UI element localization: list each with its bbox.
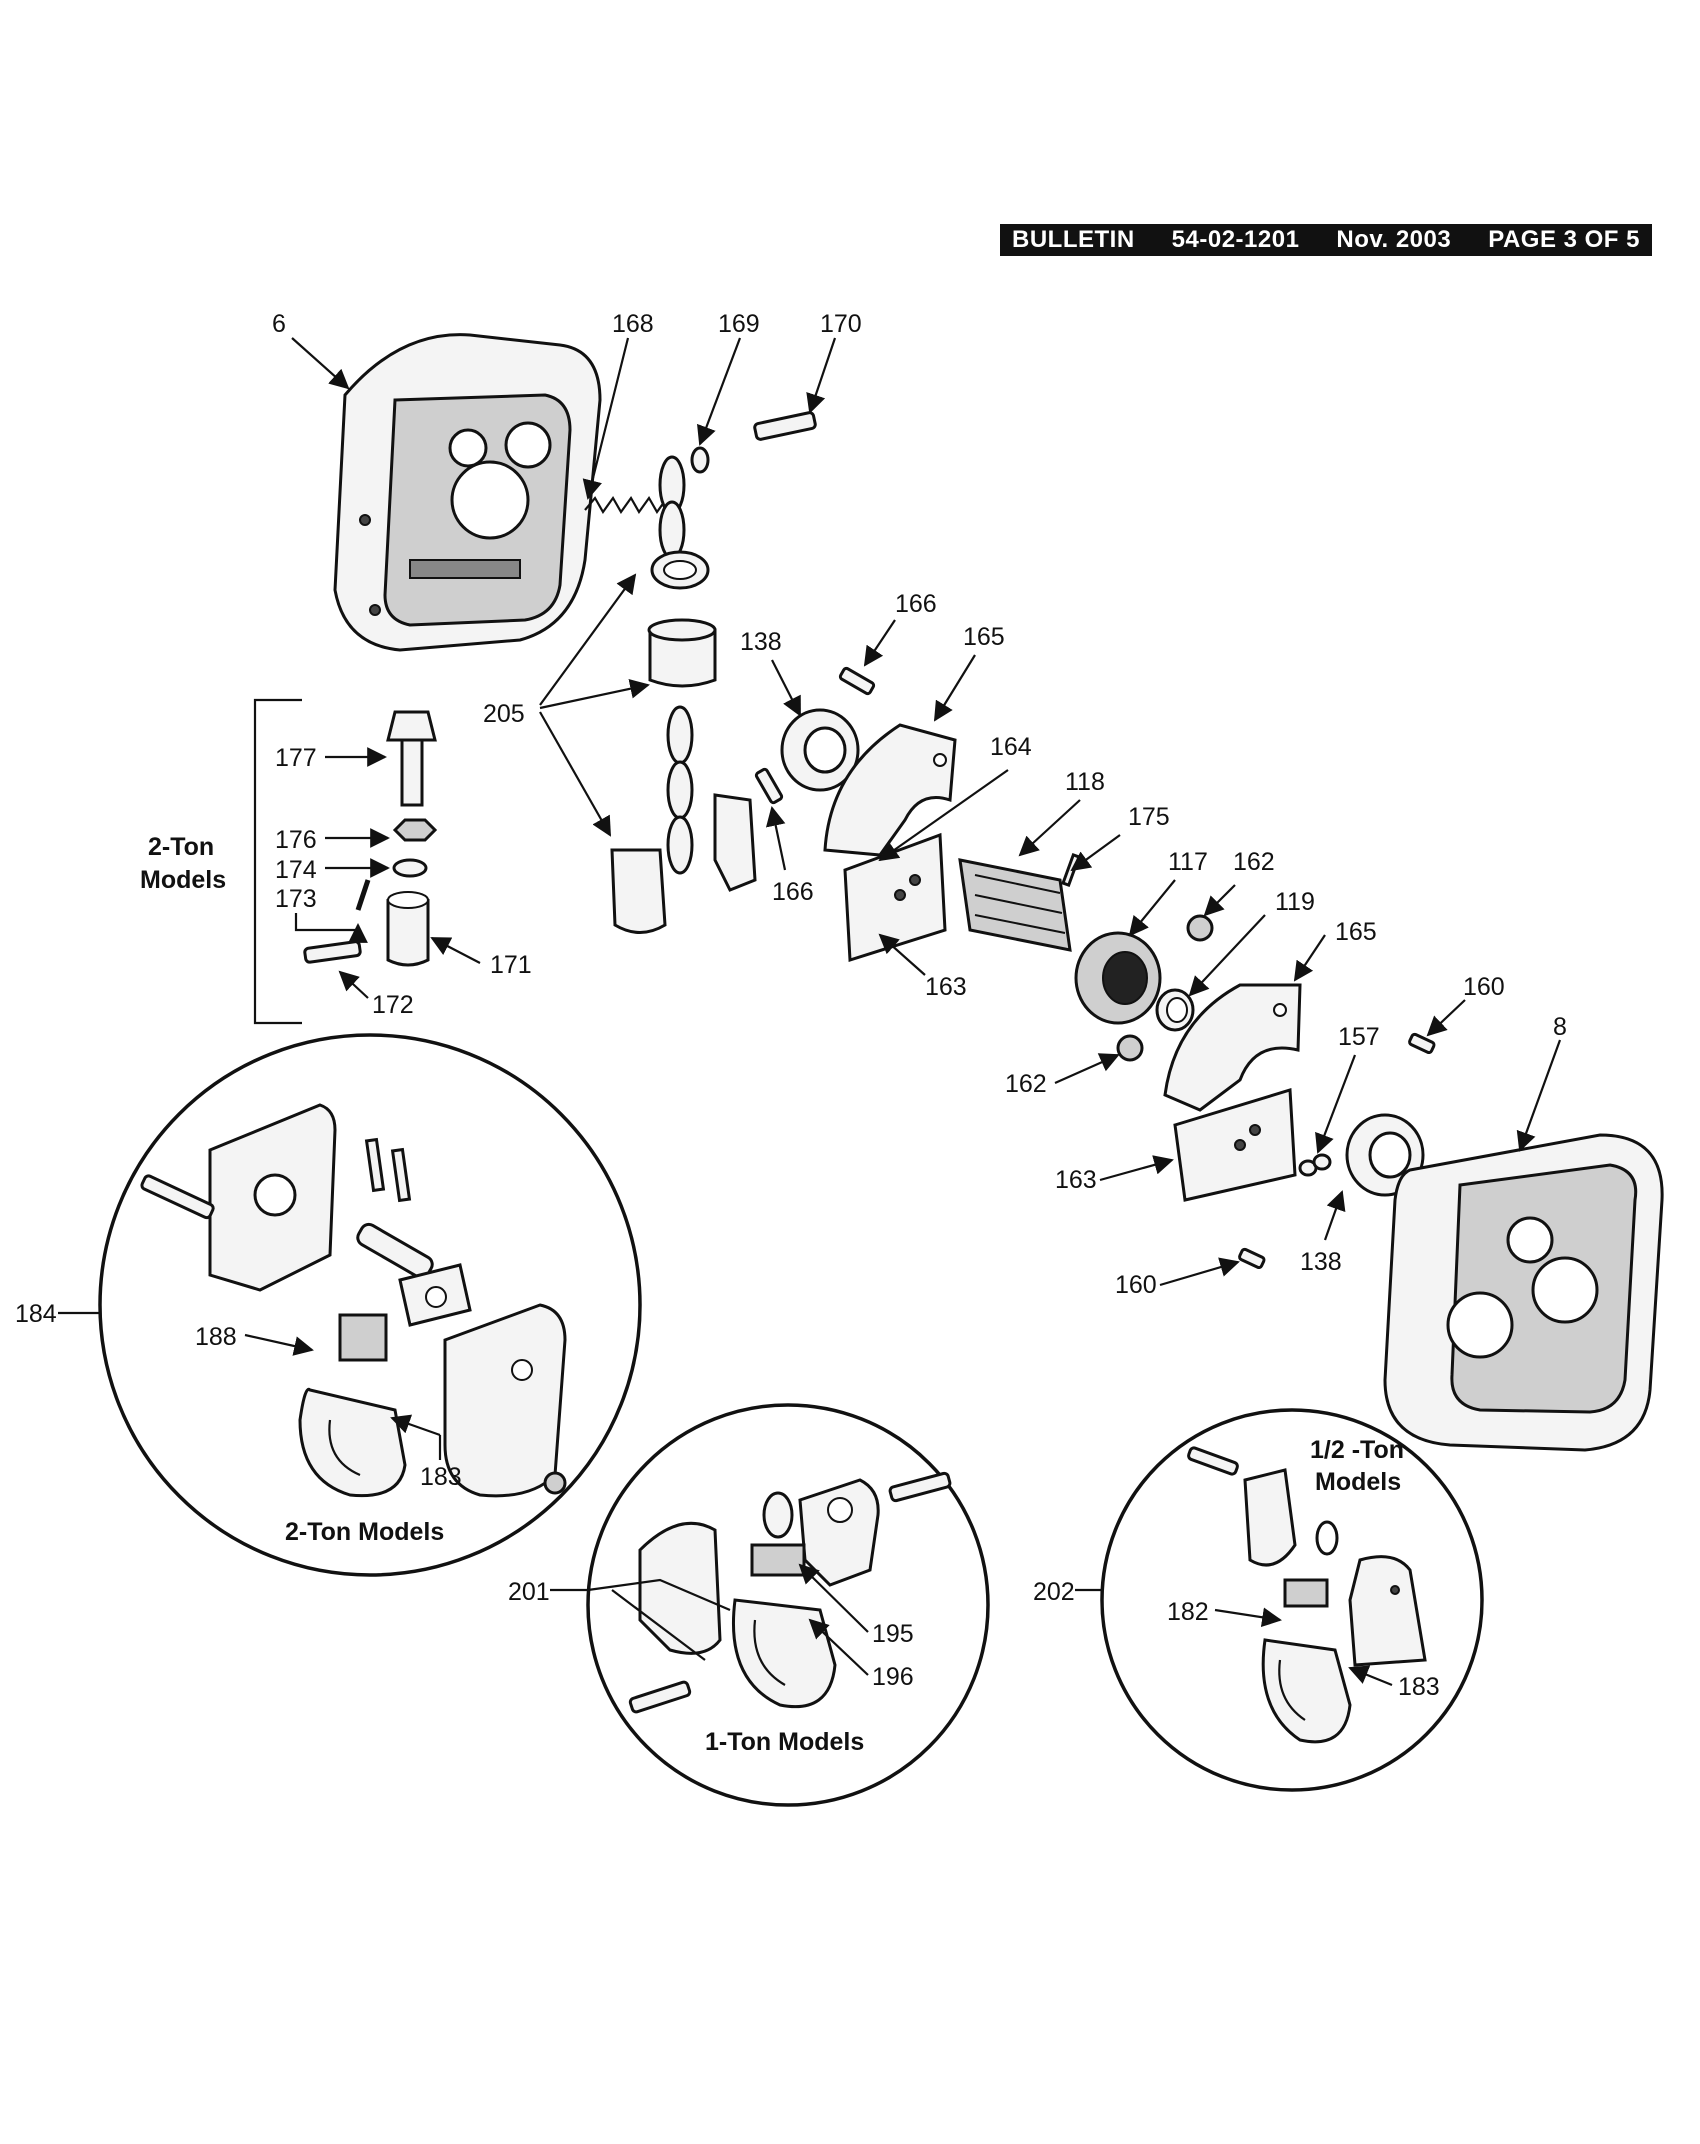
housing-part-6 — [333, 333, 602, 652]
two-ton-circle-label: 2-Ton Models — [285, 1518, 444, 1546]
plate-part-165-upper — [823, 723, 957, 857]
callout-175: 175 — [1128, 803, 1170, 831]
pin-part-172 — [303, 940, 362, 964]
callout-118: 118 — [1065, 768, 1105, 796]
callout-8: 8 — [1553, 1013, 1567, 1041]
shaft-part-118 — [958, 858, 1072, 952]
pin-part-160-upper — [1408, 1032, 1436, 1055]
callout-174: 174 — [275, 856, 317, 884]
two-ton-bracket — [253, 698, 302, 1025]
callout-182: 182 — [1167, 1598, 1209, 1626]
callout-138-lower: 138 — [1300, 1248, 1342, 1276]
callout-6: 6 — [272, 310, 286, 338]
bushing-part-162-lower — [1116, 1034, 1144, 1062]
callout-183-left: 183 — [420, 1463, 462, 1491]
bearing-part-138-upper — [780, 708, 860, 792]
group-labels: 2-Ton Models 2-Ton Models 1-Ton Models 1… — [140, 833, 1404, 1756]
bulletin-header-bar: BULLETIN 54-02-1201 Nov. 2003 PAGE 3 OF … — [1000, 224, 1652, 256]
callout-labels: 6 168 169 170 166 165 138 205 164 118 17… — [15, 310, 1567, 1701]
callout-176: 176 — [275, 826, 317, 854]
callout-168: 168 — [612, 310, 654, 338]
half-ton-label-line2: Models — [1315, 1468, 1401, 1496]
callout-201: 201 — [508, 1578, 550, 1606]
two-ton-box-label-line1: 2-Ton — [148, 833, 214, 861]
hub-part-117 — [1074, 931, 1162, 1025]
callout-205: 205 — [483, 700, 525, 728]
pin-part-166-lower — [754, 767, 784, 805]
leader-arrows — [58, 337, 1562, 1687]
brake-assembly-163-164 — [843, 832, 947, 963]
callout-195: 195 — [872, 1620, 914, 1648]
nut-part-176 — [392, 818, 438, 842]
callout-177: 177 — [275, 744, 317, 772]
washer-part-174 — [392, 858, 428, 878]
callout-169: 169 — [718, 310, 760, 338]
load-chain-205 — [610, 455, 757, 934]
callout-119: 119 — [1275, 888, 1315, 916]
callout-160-lower: 160 — [1115, 1271, 1157, 1299]
callout-157: 157 — [1338, 1023, 1380, 1051]
callout-160-upper: 160 — [1463, 973, 1505, 1001]
brake-part-163-lower — [1173, 1088, 1297, 1202]
bolt-part-177 — [386, 710, 437, 807]
one-ton-circle-label: 1-Ton Models — [705, 1728, 864, 1756]
callout-172: 172 — [372, 991, 414, 1019]
callout-165-upper: 165 — [963, 623, 1005, 651]
callout-196: 196 — [872, 1663, 914, 1691]
callout-166-lower: 166 — [772, 878, 814, 906]
pin-part-160-lower — [1238, 1247, 1266, 1270]
half-ton-label-line1: 1/2 -Ton — [1310, 1436, 1404, 1464]
callout-173: 173 — [275, 885, 317, 913]
spring-part-168 — [584, 495, 668, 515]
sleeve-part-171 — [386, 891, 430, 967]
callout-166-upper: 166 — [895, 590, 937, 618]
callout-164: 164 — [990, 733, 1032, 761]
callout-165-lower: 165 — [1335, 918, 1377, 946]
part-157 — [1298, 1153, 1332, 1177]
housing-part-8 — [1383, 1133, 1664, 1452]
callout-170: 170 — [820, 310, 862, 338]
callout-162-lower: 162 — [1005, 1070, 1047, 1098]
detail-circle-202 — [1100, 1408, 1484, 1792]
two-ton-box-label-line2: Models — [140, 866, 226, 894]
callout-163-lower: 163 — [1055, 1166, 1097, 1194]
bulletin-number: 54-02-1201 — [1171, 226, 1300, 253]
callout-163-upper: 163 — [925, 973, 967, 1001]
callout-202: 202 — [1033, 1578, 1075, 1606]
plate-part-165-lower — [1163, 983, 1302, 1112]
pin-part-170 — [753, 411, 817, 441]
key-part-175 — [1061, 852, 1081, 888]
callout-117: 117 — [1168, 848, 1208, 876]
callout-162-upper: 162 — [1233, 848, 1275, 876]
callout-171: 171 — [490, 951, 532, 979]
detail-circle-184 — [98, 1033, 642, 1577]
cotter-pin-part-173 — [355, 879, 371, 911]
bulletin-word: BULLETIN — [1012, 226, 1135, 253]
callout-183-right: 183 — [1398, 1673, 1440, 1701]
washer-part-119 — [1155, 988, 1195, 1032]
callout-138-upper: 138 — [740, 628, 782, 656]
callout-184: 184 — [15, 1300, 57, 1328]
ring-part-169 — [690, 446, 710, 474]
pin-part-166-upper — [838, 666, 876, 696]
callout-188: 188 — [195, 1323, 237, 1351]
page-indicator: PAGE 3 OF 5 — [1488, 226, 1640, 253]
bushing-part-162-upper — [1186, 914, 1214, 942]
bulletin-date: Nov. 2003 — [1336, 226, 1452, 253]
